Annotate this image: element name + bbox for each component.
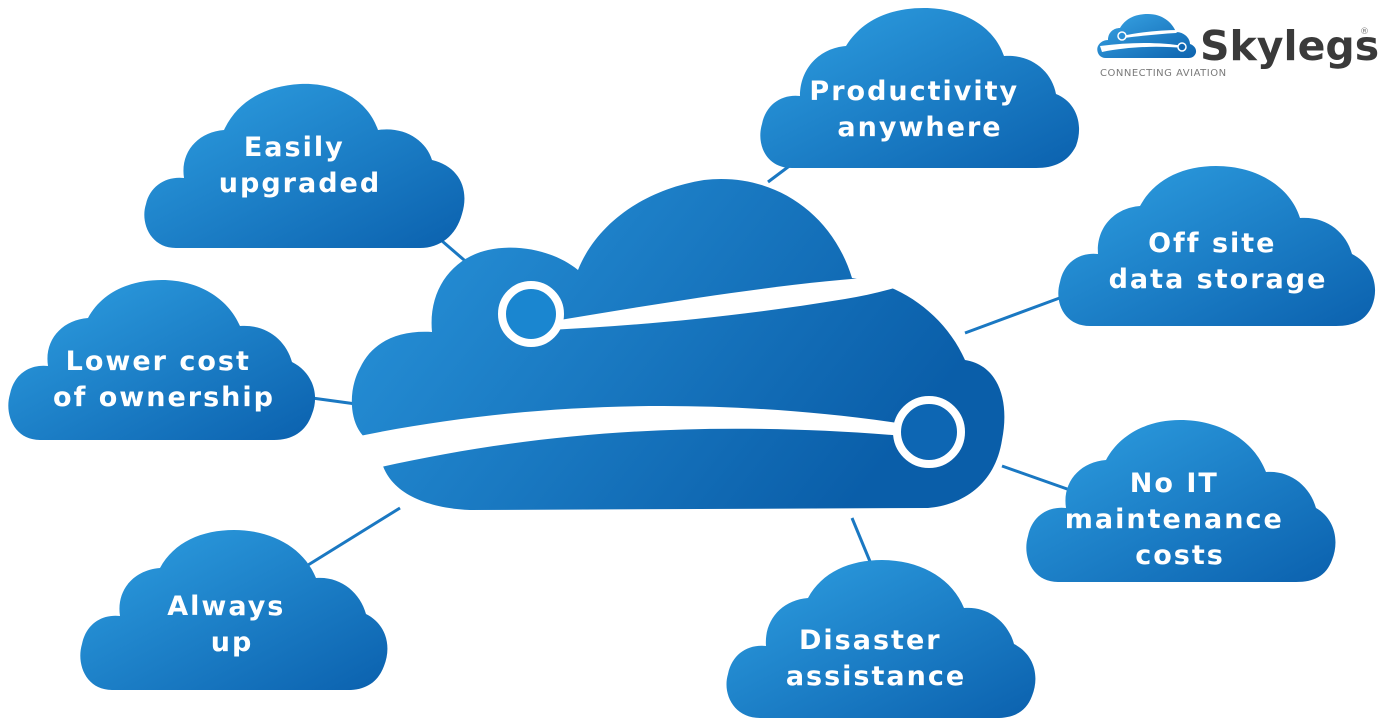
- cloud-disaster-assistance: Disaster assistance: [726, 560, 1036, 718]
- cloud-label: Lower cost of ownership: [53, 346, 275, 413]
- cloud-easily-upgraded: Easily upgraded: [144, 83, 465, 248]
- connector-no-it: [1001, 464, 1071, 492]
- connector-lower-cost: [311, 396, 357, 406]
- cloud-label: Off site data storage: [1109, 228, 1328, 295]
- logo-tagline: CONNECTING AVIATION: [1100, 68, 1227, 79]
- logo-registered-mark: ®: [1360, 27, 1369, 37]
- cloud-label: Productivity anywhere: [809, 76, 1030, 143]
- cloud-label: Always up: [167, 591, 297, 658]
- cloud-lower-cost-of-ownership: Lower cost of ownership: [8, 280, 316, 440]
- connector-off-site: [964, 294, 1066, 335]
- logo-cloud-icon: [1097, 14, 1197, 58]
- cloud-label: Easily upgraded: [219, 132, 381, 199]
- connector-always-up: [299, 506, 401, 572]
- cloud-off-site-data-storage: Off site data storage: [1058, 166, 1376, 326]
- central-cloud-icon: [350, 178, 1005, 511]
- logo-name: Skylegs: [1200, 22, 1379, 70]
- cloud-no-it-maintenance-costs: No IT maintenance costs: [1026, 420, 1336, 582]
- cloud-always-up: Always up: [80, 530, 388, 690]
- skylegs-logo: Skylegs ® CONNECTING AVIATION: [1097, 14, 1379, 79]
- cloud-productivity-anywhere: Productivity anywhere: [760, 8, 1080, 168]
- cloud-label: No IT maintenance costs: [1065, 468, 1295, 571]
- cloud-label: Disaster assistance: [786, 625, 966, 692]
